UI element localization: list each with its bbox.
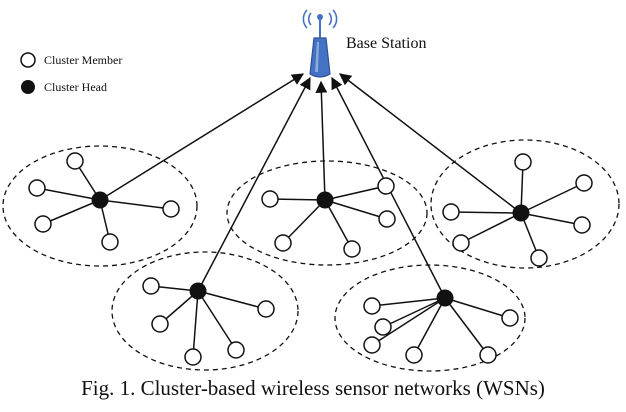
cluster-head-node [91, 191, 109, 209]
cluster-member-node [151, 315, 169, 333]
legend-member-label: Cluster Member [44, 53, 122, 67]
cluster-boundary [430, 139, 620, 269]
base-station-label: Base Station [346, 35, 426, 52]
cluster-member-node [452, 234, 470, 252]
cluster-member-node [274, 234, 292, 252]
cluster-head-node [189, 282, 207, 300]
legend-head-icon [21, 80, 35, 94]
cluster-member-node [501, 309, 519, 327]
cluster-member-node [405, 346, 423, 364]
cluster-member-node [479, 346, 497, 364]
legend-head-label: Cluster Head [44, 80, 107, 94]
cluster-head-node [512, 204, 530, 222]
cluster-boundary [334, 264, 526, 372]
cluster-head-node [436, 289, 454, 307]
cluster-member-node [363, 297, 381, 315]
cluster-member-node [530, 249, 548, 267]
legend: Cluster Member Cluster Head [20, 52, 122, 94]
cluster-member-node [343, 240, 361, 258]
uplink-center-top [315, 80, 328, 201]
cluster-member-node [257, 300, 275, 318]
cluster-center-top [226, 160, 428, 266]
cluster-left [2, 145, 198, 267]
uplink-right [339, 73, 522, 214]
cluster-member-node [28, 179, 46, 197]
cluster-center-bottom-left [111, 251, 299, 371]
cluster-member-node [442, 203, 460, 221]
cluster-member-node [162, 200, 180, 218]
cluster-member-node [142, 277, 160, 295]
base-station: Base Station [302, 9, 426, 78]
cluster-member-node [261, 190, 279, 208]
figure-caption: Fig. 1. Cluster-based wireless sensor ne… [81, 376, 545, 400]
cluster-center-bottom-right [334, 264, 526, 372]
cluster-member-node [374, 318, 392, 336]
cluster-boundary [111, 251, 299, 371]
cluster-member-node [184, 348, 202, 366]
cluster-member-node [227, 341, 245, 359]
cluster-member-node [34, 215, 52, 233]
antenna-tower-icon [302, 9, 338, 78]
cluster-boundary [226, 160, 428, 266]
legend-member-icon [20, 52, 36, 68]
cluster-member-node [575, 174, 593, 192]
uplink-left [99, 73, 305, 201]
uplink-center-bottom-left [197, 76, 311, 292]
cluster-member-node [378, 210, 396, 228]
cluster-member-node [573, 216, 591, 234]
cluster-member-node [66, 152, 84, 170]
cluster-boundary [2, 145, 198, 267]
cluster-head-node [316, 191, 334, 209]
cluster-member-node [377, 177, 395, 195]
cluster-member-node [514, 153, 532, 171]
cluster-right [430, 139, 620, 269]
cluster-member-node [101, 233, 119, 251]
cluster-member-node [363, 336, 381, 354]
